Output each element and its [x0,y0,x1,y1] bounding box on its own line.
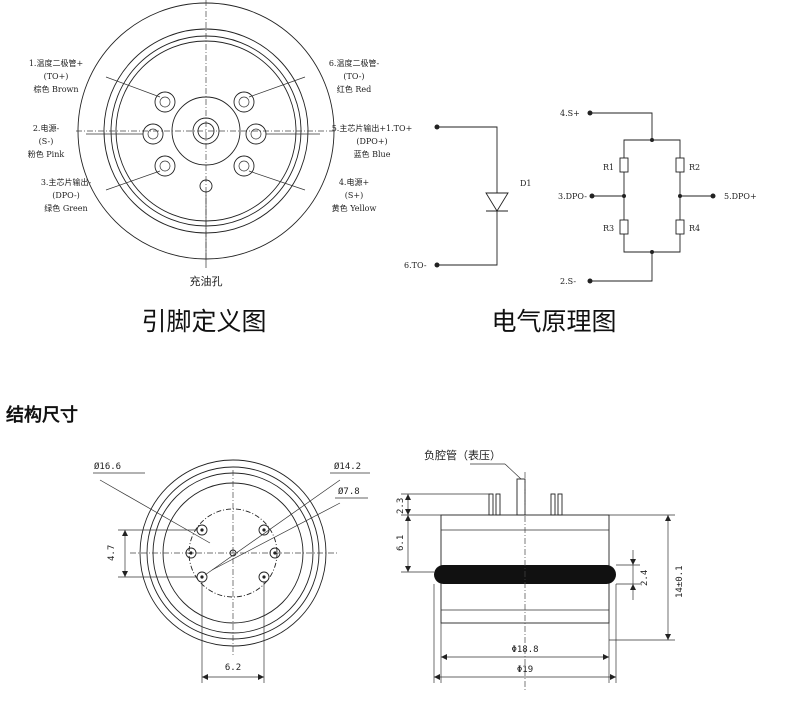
pin-3-signal: (DPO-) [52,191,80,200]
pin-5-color: 蓝色 Blue [354,149,391,159]
pin-6-label: 6.温度二极管- [329,58,380,68]
diode-label: D1 [520,179,532,188]
pin-1-color: 棕色 Brown [33,84,78,94]
pin-3-label: 3.主芯片输出- [41,177,92,187]
electrical-schematic: D1 6.TO- 4.S+ 2.S- 3.DPO- 5.DPO+ R1 R2 R… [404,109,757,336]
leader-d-outer [99,479,211,544]
pin-5-signal: (DPO+) [356,137,387,146]
r4-label: R4 [689,224,700,233]
oil-hole-label: 充油孔 [190,274,223,288]
d-pin-label: Ø7.8 [338,486,360,497]
dpo-minus-label: 3.DPO- [558,192,587,201]
terminal-dpo-plus [710,193,716,199]
pin-hole-2 [142,123,164,145]
r2-label: R2 [689,163,700,172]
resistor-r4 [675,219,685,235]
dim-6-1: 6.1 [396,535,406,551]
front-pin-holes [185,524,281,583]
schematic-caption: 电气原理图 [491,307,616,336]
pressure-tube [516,478,526,516]
dim-d-18-8: Φ18.8 [511,645,538,655]
wire-to-plus [437,126,498,193]
side-pin-left [488,493,494,516]
side-pin-right [550,493,556,516]
pin-hole-1 [154,91,176,113]
negative-port-label: 负腔管（表压） [424,448,501,462]
resistor-r1 [619,157,629,173]
pin-labels-left: 1.温度二极管+ (TO+) 棕色 Brown 2.电源- (S-) 粉色 Pi… [28,58,92,213]
wire-s-minus [590,252,653,282]
side-pin-left-2 [495,493,501,516]
r1-label: R1 [603,163,614,172]
dim-2-3: 2.3 [396,498,406,514]
pin-3-color: 绿色 Green [44,203,87,213]
r3-label: R3 [603,224,614,233]
front-pin-2 [185,547,197,559]
side-view: 负腔管（表压） 2.3 6.1 2.4 14±0.1 Φ18 [396,448,685,690]
front-view: Ø16.6 Ø14.2 Ø7.8 4.7 6.2 [93,459,370,683]
pin-hole-4 [233,155,255,177]
s-minus-label: 2.S- [560,277,576,286]
dim-d-19: Φ19 [517,665,533,675]
pin-labels-right: 6.温度二极管- (TO-) 红色 Red 5.主芯片输出+1.TO+ (DPO… [329,58,412,213]
pin-hole-5 [245,123,267,145]
side-pin-right-2 [557,493,563,516]
pin-2-color: 粉色 Pink [28,149,65,159]
pin-4-label: 4.电源+ [339,177,369,187]
pin-definition-diagram: 1.温度二极管+ (TO+) 棕色 Brown 2.电源- (S-) 粉色 Pi… [28,0,412,336]
dim-4-7: 4.7 [107,545,117,561]
pin-2-label: 2.电源- [33,123,60,133]
pin-1-signal: (TO+) [44,72,69,81]
pin-4-color: 黄色 Yellow [332,203,377,213]
d-mid-label: Ø14.2 [334,461,361,472]
pin-6-color: 红色 Red [337,84,371,94]
pin-definition-caption: 引脚定义图 [141,307,266,336]
pin-4-signal: (S+) [345,191,363,200]
dim-2-4: 2.4 [640,570,650,586]
dim-6-2: 6.2 [225,663,241,673]
wire-to-minus [437,211,498,266]
dim-14: 14±0.1 [675,565,685,598]
wire-s-plus [590,112,653,140]
pin-holes [142,91,267,193]
leader-lines [86,76,320,268]
pin-2-signal: (S-) [39,137,54,146]
front-pin-5 [269,547,281,559]
leader-d-pin [211,502,341,571]
terminal-to-minus [434,262,440,268]
resistor-r3 [619,219,629,235]
d-outer-label: Ø16.6 [94,461,121,472]
resistor-r2 [675,157,685,173]
s-plus-label: 4.S+ [560,109,580,118]
pin-1-label: 1.温度二极管+ [29,58,83,68]
pin-6-signal: (TO-) [343,72,364,81]
pin-5-label: 5.主芯片输出+1.TO+ [332,123,413,133]
structure-title: 结构尺寸 [6,404,78,426]
to-minus-label: 6.TO- [404,261,427,270]
terminal-s-minus [587,278,593,284]
terminal-dpo-minus [589,193,595,199]
diode-symbol [485,192,509,212]
dpo-plus-label: 5.DPO+ [724,192,757,201]
pin-hole-3 [154,155,176,177]
pin-hole-6 [233,91,255,113]
leader-d-mid [204,479,341,576]
